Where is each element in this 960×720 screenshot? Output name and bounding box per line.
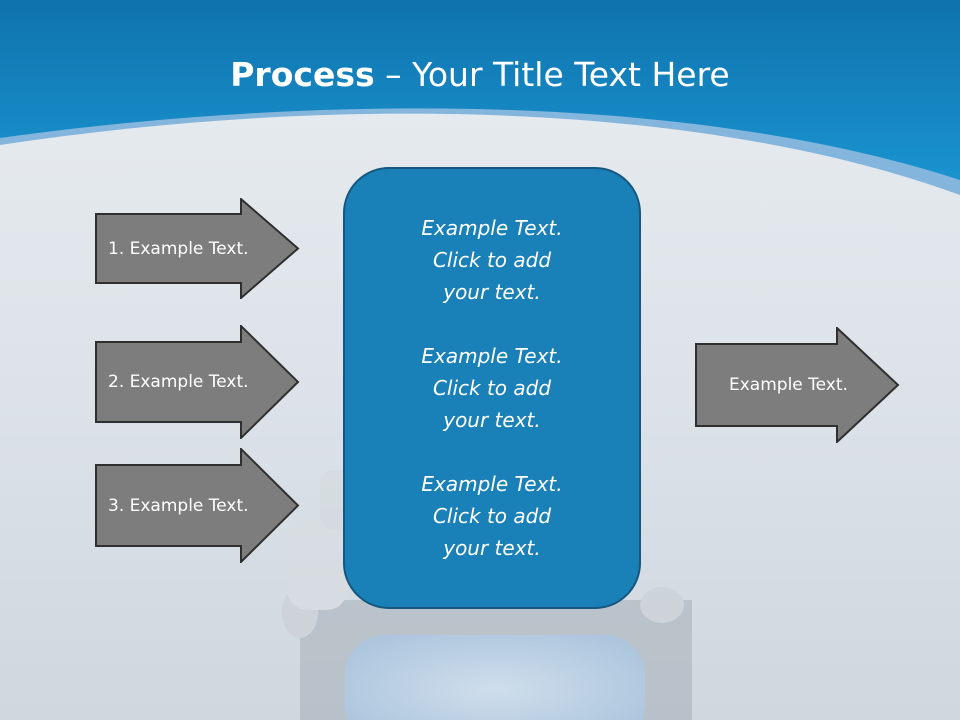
title-bold: Process	[230, 55, 375, 94]
header-band	[0, 0, 960, 180]
arrow-label: 2. Example Text.	[108, 372, 249, 392]
arrow-label: Example Text.	[729, 375, 848, 395]
arrow-label: 1. Example Text.	[108, 238, 249, 259]
arrow-label: 3. Example Text.	[108, 495, 249, 516]
center-text-block-3: Example Text. Click to add your text.	[421, 472, 563, 560]
left-arrow-2: 2. Example Text.	[95, 325, 300, 439]
right-arrow: Example Text.	[695, 327, 900, 443]
center-text-box: Example Text. Click to add your text. Ex…	[343, 167, 641, 609]
left-arrow-3: 3. Example Text.	[95, 448, 300, 563]
center-text-block-1: Example Text. Click to add your text.	[421, 216, 563, 304]
arrow-shape	[95, 198, 300, 299]
center-text-block-2: Example Text. Click to add your text.	[421, 344, 563, 432]
arrow-shape	[95, 325, 300, 439]
arrow-shape	[95, 448, 300, 563]
slide-title: Process – Your Title Text Here	[0, 52, 960, 98]
left-arrow-1: 1. Example Text.	[95, 198, 300, 299]
title-rest: – Your Title Text Here	[374, 55, 730, 94]
arrow-shape	[695, 327, 900, 443]
